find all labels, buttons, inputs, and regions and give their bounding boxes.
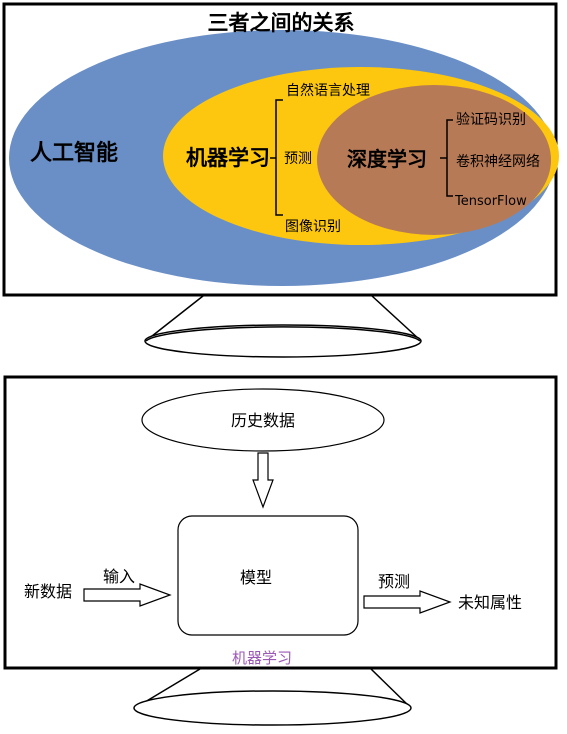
unknown-label: 未知属性 bbox=[458, 593, 522, 612]
dl-ellipse bbox=[317, 85, 551, 235]
dl-bracket bbox=[440, 119, 453, 197]
predict-label: 预测 bbox=[378, 572, 410, 591]
new-data-label: 新数据 bbox=[24, 582, 72, 601]
output-arrow bbox=[363, 590, 452, 614]
ml-item-nlp: 自然语言处理 bbox=[286, 82, 370, 99]
monitor-top-stand bbox=[144, 295, 422, 358]
dl-item-cnn: 卷积神经网络 bbox=[456, 154, 540, 170]
ml-item-predict: 预测 bbox=[284, 151, 312, 167]
down-arrow bbox=[252, 452, 274, 509]
ml-item-image: 图像识别 bbox=[285, 219, 341, 235]
panel2-caption: 机器学习 bbox=[232, 649, 292, 667]
model-label: 模型 bbox=[240, 568, 272, 587]
dl-item-tf: TensorFlow bbox=[454, 194, 527, 209]
monitor-bottom-stand bbox=[133, 668, 412, 726]
ml-label: 机器学习 bbox=[186, 146, 270, 170]
monitor-top: 三者之间的关系 人工智能 机器学习 深度学习 自然语言处理 预测 图像识别 验证… bbox=[2, 2, 559, 297]
input-arrow bbox=[83, 583, 172, 607]
ml-bracket bbox=[270, 99, 283, 216]
model-box bbox=[177, 515, 359, 636]
dl-item-captcha: 验证码识别 bbox=[456, 112, 526, 128]
dl-label: 深度学习 bbox=[347, 147, 427, 171]
input-label: 输入 bbox=[103, 567, 135, 586]
history-label: 历史数据 bbox=[231, 411, 295, 430]
history-ellipse bbox=[141, 388, 385, 452]
panel1-title: 三者之间的关系 bbox=[208, 11, 355, 35]
ai-label: 人工智能 bbox=[30, 140, 118, 166]
monitor-bottom: 历史数据 模型 输入 新数据 预测 未知属性 机器学习 bbox=[3, 375, 558, 670]
